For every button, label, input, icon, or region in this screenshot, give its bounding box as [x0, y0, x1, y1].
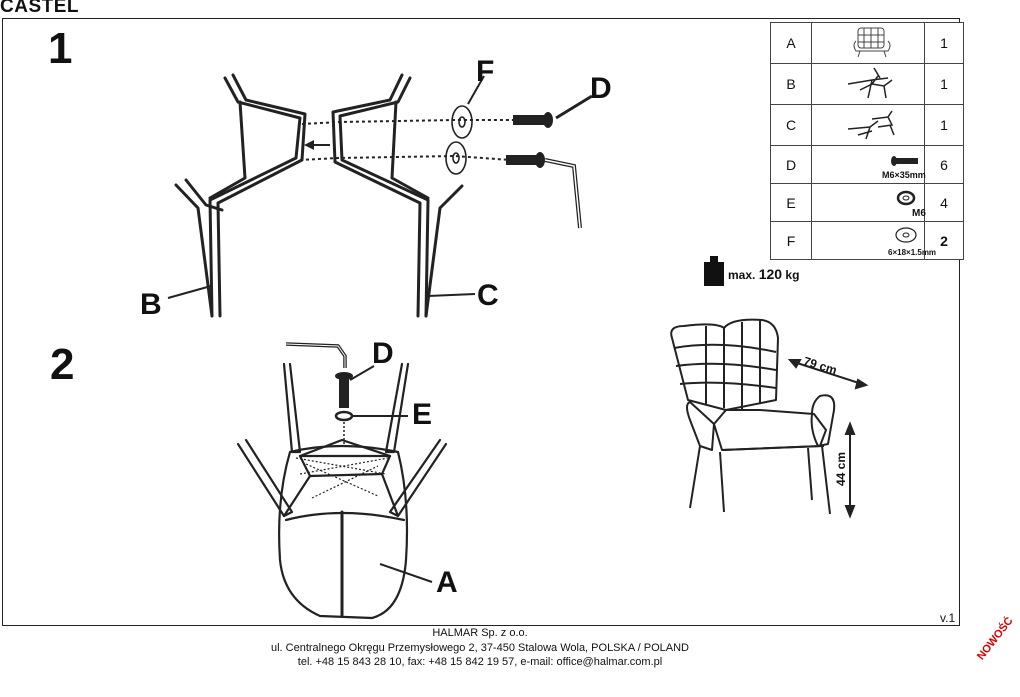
- leg-frame-icon: [847, 67, 893, 99]
- document-title: CASTEL: [0, 0, 79, 17]
- max-load: max. 120 kg: [728, 266, 799, 282]
- footer-address: ul. Centralnego Okręgu Przemysłowego 2, …: [270, 641, 689, 654]
- flat-washer-icon: [445, 105, 473, 175]
- label-step1-c: C: [477, 279, 499, 312]
- part-letter: A: [770, 22, 812, 64]
- armchair-icon: [853, 27, 891, 58]
- step-1-number: 1: [48, 24, 73, 73]
- part-spec: 6×18×1.5mm: [888, 248, 937, 257]
- bolt-icon: [335, 372, 353, 408]
- footer-contact: tel. +48 15 843 28 10, fax: +48 15 842 1…: [297, 656, 663, 668]
- seat-shell-a: [278, 444, 409, 620]
- bolt-icon: [891, 156, 918, 166]
- parts-table: A 1 B 1 C: [770, 22, 964, 260]
- part-letter: C: [770, 104, 812, 146]
- label-step1-d: D: [590, 72, 612, 105]
- part-picture: M6×35mm: [811, 145, 926, 184]
- label-step2-a: A: [436, 566, 458, 599]
- table-row: A 1: [770, 22, 964, 64]
- leg-frame-c: [331, 73, 464, 318]
- footer-company: HALMAR Sp. z o.o.: [432, 627, 528, 639]
- part-qty: 1: [924, 104, 964, 146]
- max-load-value: 120: [758, 266, 783, 282]
- part-qty: 2: [924, 221, 964, 260]
- part-picture: [811, 22, 925, 64]
- leg-frame-icon: [847, 110, 895, 140]
- table-row: B 1: [770, 63, 964, 105]
- part-spec: M6×35mm: [882, 170, 926, 180]
- step-2-number: 2: [50, 340, 75, 389]
- allen-key-icon: [506, 152, 582, 229]
- part-picture: 6×18×1.5mm: [811, 221, 936, 260]
- max-load-unit: kg: [785, 268, 800, 282]
- instruction-frame: [2, 18, 960, 626]
- table-row: D M6×35mm 6: [770, 145, 964, 184]
- part-picture: [811, 104, 925, 146]
- footer: HALMAR Sp. z o.o. ul. Centralnego Okręgu…: [0, 626, 960, 670]
- weight-icon: [704, 256, 724, 286]
- table-row: E M6 4: [770, 183, 964, 222]
- part-picture: M6: [811, 183, 926, 222]
- label-step2-e: E: [412, 398, 433, 431]
- label-step2-d: D: [372, 337, 394, 370]
- spring-washer-icon: [896, 190, 916, 206]
- insert-arrow-icon: [304, 140, 330, 150]
- part-qty: 6: [924, 145, 964, 184]
- table-row: F 6×18×1.5mm 2: [770, 221, 964, 260]
- table-row: C 1: [770, 104, 964, 146]
- flat-washer-icon: [895, 227, 917, 243]
- version-label: v.1: [940, 611, 956, 625]
- part-spec: M6: [912, 208, 926, 219]
- label-step1-b: B: [140, 288, 162, 321]
- label-step1-f: F: [476, 55, 495, 88]
- leg-frame-b: [174, 73, 307, 318]
- max-load-prefix: max.: [728, 268, 756, 282]
- seat-height-dimension: 44 cm: [834, 451, 848, 486]
- bolt-icon: [513, 94, 593, 128]
